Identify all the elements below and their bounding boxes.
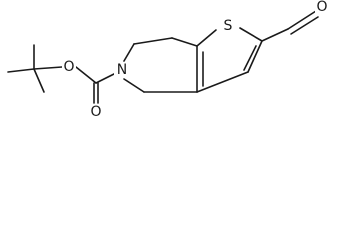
- bond-c4-to-c3: [133, 37, 173, 45]
- bond-c2-to-cho: [261, 28, 289, 42]
- atom-labels: O N O S O: [62, 0, 329, 120]
- tert-butyl-group: [7, 44, 63, 93]
- bond-n-to-c7: [123, 78, 145, 93]
- bond-c2-to-c3: [247, 40, 263, 73]
- bond-c3-to-c3a: [171, 37, 198, 47]
- piperidine-ring: [123, 37, 198, 93]
- carbamate-carbonyl-oxygen-label: O: [90, 104, 101, 120]
- molecule-structure: O N O S O: [7, 0, 329, 120]
- thiophene-ring: [196, 27, 263, 93]
- bond-methyl-bottom: [33, 68, 45, 93]
- carbamate-ester-oxygen-label: O: [63, 59, 74, 75]
- bond-cho-double-1: [287, 10, 317, 30]
- carbamate-group: [75, 66, 117, 104]
- bond-quaternary-c-to-o: [33, 66, 63, 70]
- bond-methyl-left: [7, 68, 35, 73]
- aldehyde-group: [261, 10, 319, 42]
- bond-c3-to-c7a: [196, 71, 249, 93]
- thiophene-sulfur-label: S: [224, 18, 233, 34]
- bond-o-to-carbonyl-c: [75, 66, 97, 84]
- bond-carbonyl-c-to-n: [95, 72, 117, 84]
- ring-nitrogen-label: N: [117, 62, 127, 78]
- aldehyde-oxygen-label: O: [316, 0, 327, 15]
- bond-s-to-c2: [239, 27, 263, 42]
- bond-cho-double-2: [290, 16, 319, 35]
- bond-n-to-c4: [123, 43, 135, 62]
- bond-c3a-to-s: [196, 29, 217, 47]
- bond-c2-c3-inner: [243, 45, 257, 71]
